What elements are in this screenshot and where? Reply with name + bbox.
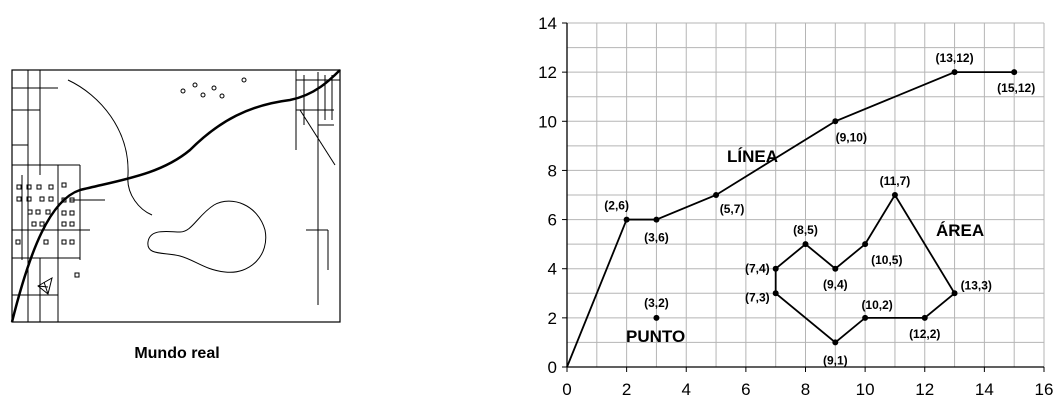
vertex-label: (5,7) [720,202,745,216]
line-vertex [1011,69,1018,76]
map-main-road [10,69,341,323]
vertex-label: (7,4) [745,262,770,276]
x-tick-label: 0 [562,380,571,399]
y-tick-label: 0 [548,358,557,377]
vertex-label: (7,3) [745,290,770,304]
y-tick-label: 2 [548,309,557,328]
point-feature-label: PUNTO [626,327,685,346]
map-frame [11,69,341,323]
vertex-label: (13,12) [936,51,974,65]
y-tick-label: 4 [548,260,557,279]
vertex-label: (15,12) [997,81,1035,95]
area-vertex [951,290,958,297]
x-tick-label: 2 [622,380,631,399]
area-vertex [802,241,809,248]
axes [562,22,1045,372]
vertex-label: (9,1) [823,353,848,367]
map-point-markers [180,77,247,99]
x-tick-label: 14 [975,380,994,399]
map-curve-road [67,79,153,216]
grid-lines [566,22,1045,368]
area-vertex [921,314,928,321]
vertex-label: (2,6) [604,199,629,213]
x-tick-label: 10 [856,380,875,399]
feature-point [653,314,660,321]
vertex-label: (10,5) [871,253,902,267]
feature-line [566,69,1018,368]
vertex-label: (3,6) [644,231,669,245]
map-lake [147,200,267,273]
y-tick-label: 14 [538,14,557,33]
line-vertex [832,118,839,125]
y-tick-label: 10 [538,112,557,131]
area-vertex [862,241,869,248]
point-feature-marker [653,314,660,321]
y-tick-label: 6 [548,211,557,230]
vertex-label: (8,5) [793,223,818,237]
vertex-label: (9,10) [836,130,867,144]
y-tick-label: 8 [548,161,557,180]
y-tick-labels: 0 2 4 6 8 10 12 14 [538,14,557,377]
line-vertex [623,216,630,223]
line-feature-label: LÍNEA [727,147,778,166]
real-world-map [10,69,341,323]
vertex-labels: (2,6) (3,6) (5,7) (9,10) (13,12) (15,12) (7,4)… [604,51,1035,367]
line-vertex [653,216,660,223]
vertex-label: (13,3) [961,278,992,292]
area-vertex [891,192,898,198]
area-vertex [832,339,839,346]
vertex-label: (10,2) [861,298,892,312]
area-vertex [862,314,869,321]
map-streets [12,70,340,322]
area-vertex [772,290,779,297]
y-tick-label: 12 [538,63,557,82]
vertex-label: (12,2) [909,327,940,341]
area-vertex [772,265,779,272]
x-tick-labels: 0 2 4 6 8 10 12 14 16 [562,380,1053,399]
area-vertex [832,265,839,272]
vertex-label: (11,7) [880,174,911,188]
chart: 0 2 4 6 8 10 12 14 16 0 2 4 6 8 10 12 14 (2,6) (3,6) (5,7… [538,14,1053,399]
vertex-label: (3,2) [644,296,669,310]
area-feature-label: ÁREA [936,221,984,240]
x-tick-label: 8 [801,380,810,399]
map-triangle-icon [37,276,53,295]
map-caption: Mundo real [134,345,219,362]
x-tick-label: 4 [682,380,691,399]
vertex-label: (9,4) [823,278,848,292]
x-tick-label: 12 [915,380,934,399]
x-tick-label: 6 [741,380,750,399]
line-vertex [951,69,958,76]
feature-area [772,192,958,346]
x-tick-label: 16 [1035,380,1054,399]
map-buildings [15,182,80,278]
line-vertex [713,192,720,198]
